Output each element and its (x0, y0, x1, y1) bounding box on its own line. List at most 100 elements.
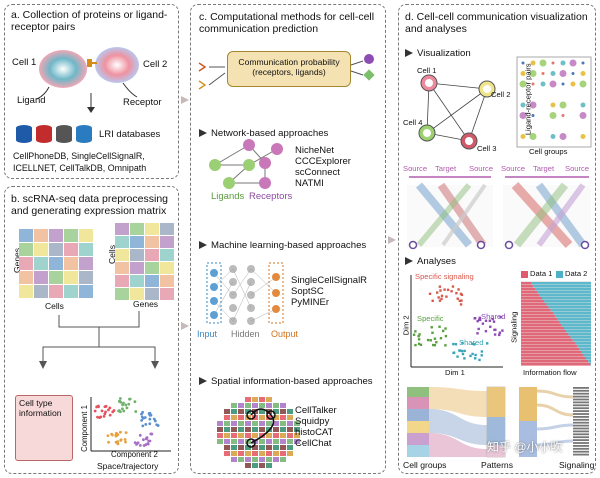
embedding-point (481, 322, 485, 325)
flow-bar-data1 (521, 294, 540, 297)
flow-bar-data2 (588, 360, 591, 363)
spatial-spot (245, 463, 251, 468)
scatter-point (138, 433, 142, 437)
dot (549, 112, 557, 119)
cell2-shape (95, 47, 139, 83)
flow-bar-data1 (521, 363, 591, 366)
spatial-spot (287, 421, 293, 426)
embedding-point (494, 328, 497, 332)
watermark: 知乎 @小小吹 (487, 440, 563, 454)
dot (559, 133, 567, 140)
arrowhead (39, 361, 47, 369)
dot (531, 82, 535, 86)
cells-x-label: Cells (45, 301, 64, 311)
flow-bar-data1 (521, 351, 582, 354)
signaling-stripe (573, 413, 589, 415)
embedding-point (417, 342, 421, 346)
scatter-point (119, 400, 123, 404)
matrix-b-cell (160, 249, 174, 261)
dot (550, 102, 556, 108)
db-list-line2: ICELLNET, CellTalkDB, Omnipath (13, 163, 147, 173)
embedding-point (412, 333, 416, 336)
cell1-shape (39, 50, 87, 88)
spatial-spot (273, 427, 279, 432)
scatter-point (116, 440, 120, 444)
spatial-spot (252, 433, 258, 438)
dot (579, 112, 587, 119)
matrix-b-cell (160, 236, 174, 248)
panel-b-title: b. scRNA-seq data preprocessing and gene… (11, 193, 168, 217)
embedding-point (431, 343, 435, 347)
scatter-point (118, 397, 122, 400)
flow-bar-data1 (521, 285, 534, 288)
dot (570, 81, 576, 87)
spatial-tool-4: CellChat (295, 438, 332, 449)
space-trajectory-label: Space/trajectory (97, 461, 159, 471)
spatial-grid (217, 397, 300, 468)
dot (519, 112, 527, 119)
scatter-point (100, 409, 104, 413)
scatter-point (95, 405, 99, 409)
specific-signaling-label: Specific signaling (415, 272, 474, 281)
matrix-b-cell (145, 288, 159, 300)
flow-bar-data2 (542, 297, 591, 300)
spatial-spot (224, 439, 230, 444)
matrix-a-cell (19, 243, 33, 256)
scatter-point (138, 443, 142, 447)
embedding-point (430, 326, 433, 329)
embedding-point (455, 291, 458, 295)
flow-bar-data2 (590, 363, 591, 366)
scatter-point (141, 424, 145, 428)
embedding-point (417, 334, 420, 338)
scatter-point (121, 403, 124, 407)
spatial-spot (280, 451, 286, 456)
component1-label: Component 1 (79, 405, 89, 452)
spatial-spot (259, 451, 265, 456)
data2-legend: Data 2 (565, 269, 588, 278)
flow-bar-data1 (521, 333, 569, 336)
spatial-spot (238, 421, 244, 426)
matrix-a-cell (64, 243, 78, 256)
signaling-stripe (573, 430, 589, 433)
arrowhead (151, 361, 159, 369)
dot (580, 102, 586, 108)
source-label-4: Source (565, 164, 590, 173)
receptors-label: Receptors (249, 191, 293, 202)
embedding-point (452, 351, 455, 355)
embedding-point (433, 337, 437, 340)
scatter-point (152, 417, 156, 421)
embedding-point (478, 358, 481, 362)
scatter-point (108, 413, 112, 417)
scatter-point (102, 414, 106, 418)
spatial-spot (252, 463, 258, 468)
signaling-axis-label: Signaling (509, 311, 519, 343)
spatial-tool-2: Squidpy (295, 416, 330, 427)
spatial-spot (238, 403, 244, 408)
panel-d-graphics (405, 49, 592, 458)
spatial-spot (259, 427, 265, 432)
panel-c: c. Computational methods for cell-cell c… (190, 4, 386, 474)
embedding-point (484, 329, 488, 333)
dim1-label: Dim 1 (445, 368, 465, 377)
embedding-point (474, 353, 477, 357)
signaling-bottom-label: Signaling (559, 460, 595, 470)
matrix-a-cell (79, 257, 93, 270)
matrix-a-cell (79, 243, 93, 256)
flow-bar-data1 (521, 306, 549, 309)
embedding-point (463, 349, 466, 353)
spatial-spot (245, 457, 251, 462)
spatial-spot (231, 439, 237, 444)
flow-bar-data2 (544, 300, 591, 303)
network-tool-3: scConnect (295, 167, 340, 178)
spatial-spot (238, 457, 244, 462)
flow-bar-data1 (521, 300, 545, 303)
flow-bar-data1 (521, 291, 538, 294)
signaling-stripe (573, 418, 589, 421)
flow-bar-data1 (521, 348, 580, 351)
dot (580, 134, 586, 139)
matrix-a-cell (34, 271, 48, 284)
spatial-spot (280, 427, 286, 432)
connector-lines (42, 311, 156, 363)
flow-bar-data2 (559, 321, 591, 324)
output-label: Output (271, 329, 299, 339)
